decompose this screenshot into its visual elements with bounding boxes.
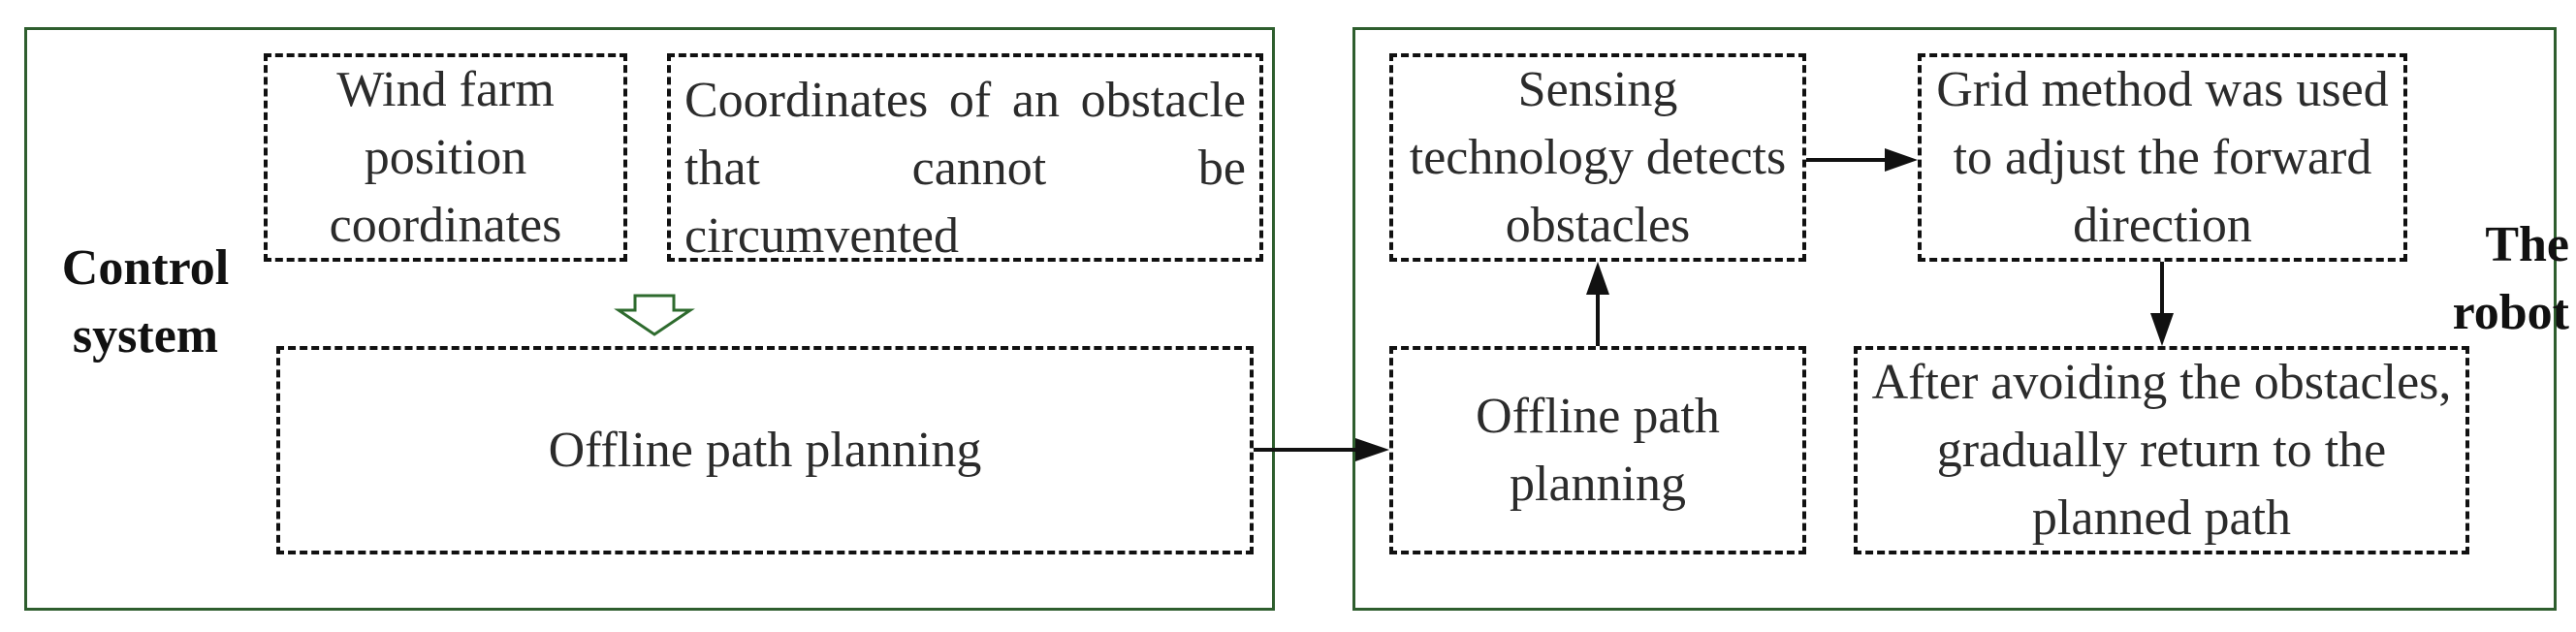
after-avoiding-text: After avoiding the obstacles, gradually … xyxy=(1871,354,2452,546)
sensing-technology-text: Sensing technology detects obstacles xyxy=(1409,61,1787,253)
grid-method-box: Grid method was used to adjust the forwa… xyxy=(1918,53,2407,262)
arrow-offline-to-sensing xyxy=(1586,262,1609,346)
robot-offline-path-planning-text: Offline path planning xyxy=(1476,388,1720,512)
grid-method-text: Grid method was used to adjust the forwa… xyxy=(1936,61,2389,253)
robot-label: The robot xyxy=(2452,217,2569,340)
wind-farm-coordinates-box: Wind farm position coordinates xyxy=(264,53,627,262)
control-system-label: Control system xyxy=(61,240,230,363)
arrow-control-to-robot xyxy=(1254,438,1389,461)
sensing-technology-box: Sensing technology detects obstacles xyxy=(1389,53,1806,262)
obstacle-coordinates-text: Coordinates of an obstacle that cannot b… xyxy=(684,73,1246,264)
control-offline-path-planning-text: Offline path planning xyxy=(548,422,982,478)
arrow-grid-to-after xyxy=(2150,262,2174,346)
control-offline-path-planning-box: Offline path planning xyxy=(276,346,1254,554)
arrow-sensing-to-grid xyxy=(1806,148,1918,172)
wind-farm-coordinates-text: Wind farm position coordinates xyxy=(329,61,562,253)
obstacle-coordinates-box: Coordinates of an obstacle that cannot b… xyxy=(667,53,1263,264)
after-avoiding-box: After avoiding the obstacles, gradually … xyxy=(1854,346,2469,554)
robot-offline-path-planning-box: Offline path planning xyxy=(1389,346,1806,554)
hollow-down-arrow-icon xyxy=(614,294,695,336)
